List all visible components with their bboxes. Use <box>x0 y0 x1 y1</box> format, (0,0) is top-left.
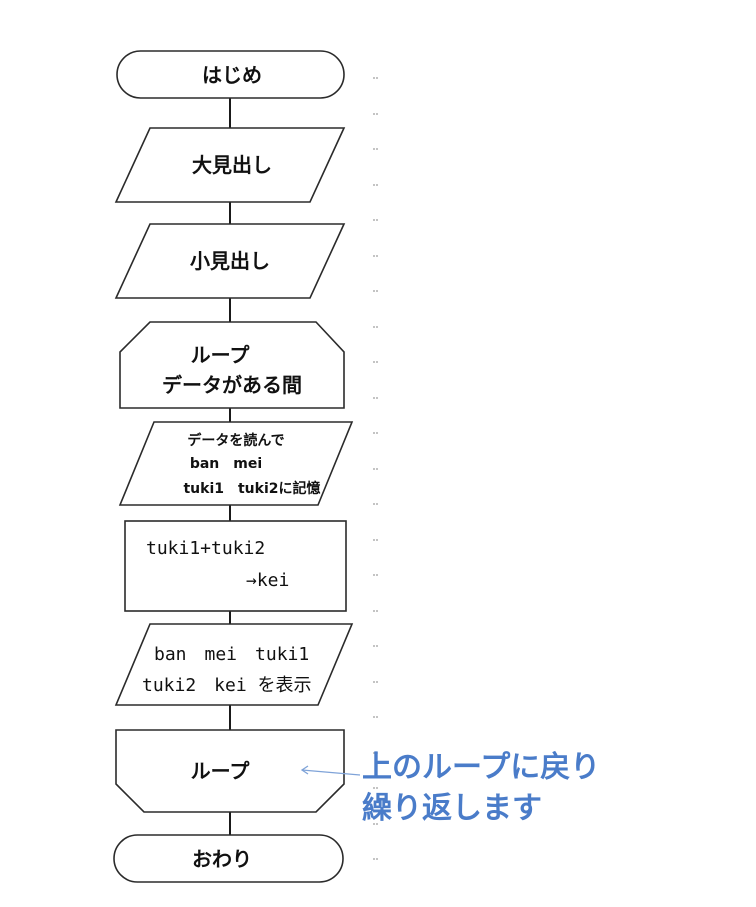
heading-main-io: 大見出し <box>114 127 346 203</box>
line-marker-dot <box>373 148 375 150</box>
line-marker-dot <box>376 326 378 328</box>
output-label-line2: tuki2 kei を表示 <box>142 675 312 696</box>
line-marker-dot <box>373 397 375 399</box>
loop-end-shape: ループ <box>115 729 345 813</box>
line-marker-dot <box>373 468 375 470</box>
output-io: ban mei tuki1 tuki2 kei を表示 <box>114 623 354 706</box>
line-marker-dot <box>376 184 378 186</box>
loop-start-label-line1: ループ <box>191 343 251 367</box>
line-marker-dot <box>373 645 375 647</box>
line-marker-dot <box>373 77 375 79</box>
line-marker-dot <box>376 823 378 825</box>
loop-start-shape: ループ データがある間 <box>119 321 345 409</box>
line-marker-dot <box>373 787 375 789</box>
read-label-line2: ban mei <box>190 456 262 472</box>
end-terminal: おわり <box>113 834 344 883</box>
heading-sub-io: 小見出し <box>114 223 346 299</box>
line-marker-dot <box>373 432 375 434</box>
process-box: tuki1+tuki2 →kei <box>124 520 347 612</box>
line-marker-dot <box>376 539 378 541</box>
line-marker-dot <box>376 255 378 257</box>
line-marker-dot <box>376 361 378 363</box>
line-marker-dot <box>373 255 375 257</box>
line-marker-dot <box>373 610 375 612</box>
line-marker-dot <box>373 326 375 328</box>
line-marker-dot <box>376 574 378 576</box>
line-marker-dot <box>373 823 375 825</box>
line-marker-dot <box>376 610 378 612</box>
line-marker-dot <box>373 539 375 541</box>
line-marker-dot <box>376 787 378 789</box>
line-marker-dot <box>373 361 375 363</box>
line-marker-dot <box>376 219 378 221</box>
start-terminal: はじめ <box>116 50 345 99</box>
line-marker-dot <box>373 858 375 860</box>
line-marker-dot <box>373 681 375 683</box>
read-data-io: データを読んで ban mei tuki1 tuki2に記憶 <box>118 421 354 506</box>
line-marker-dot <box>373 503 375 505</box>
line-marker-dot <box>373 716 375 718</box>
heading-sub-label: 小見出し <box>190 249 270 273</box>
line-marker-dot <box>373 184 375 186</box>
loop-end-label: ループ <box>191 759 251 783</box>
line-markers <box>373 77 378 860</box>
line-marker-dot <box>373 752 375 754</box>
line-marker-dot <box>376 77 378 79</box>
line-marker-dot <box>376 645 378 647</box>
line-marker-dot <box>376 290 378 292</box>
line-marker-dot <box>376 397 378 399</box>
output-label-line1: ban mei tuki1 <box>154 644 309 665</box>
end-label: おわり <box>192 847 252 871</box>
annotation-line1: 上のループに戻り <box>362 750 600 785</box>
line-marker-dot <box>376 716 378 718</box>
line-marker-dot <box>376 752 378 754</box>
heading-main-label: 大見出し <box>192 153 272 177</box>
line-marker-dot <box>376 148 378 150</box>
read-label-line3: tuki1 tuki2に記憶 <box>183 480 320 497</box>
process-label-line1: tuki1+tuki2 <box>146 538 265 559</box>
line-marker-dot <box>376 858 378 860</box>
annotation-line2: 繰り返します <box>362 791 542 826</box>
process-label-line2: →kei <box>246 570 289 591</box>
line-marker-dot <box>376 113 378 115</box>
line-marker-dot <box>376 503 378 505</box>
line-marker-dot <box>373 113 375 115</box>
line-marker-dot <box>376 468 378 470</box>
start-label: はじめ <box>202 63 262 87</box>
read-label-line1: データを読んで <box>187 432 284 449</box>
line-marker-dot <box>376 681 378 683</box>
annotation-arrow <box>300 765 361 776</box>
line-marker-dot <box>373 219 375 221</box>
line-marker-dot <box>376 432 378 434</box>
line-marker-dot <box>373 574 375 576</box>
loop-start-label-line2: データがある間 <box>162 373 302 397</box>
line-marker-dot <box>373 290 375 292</box>
